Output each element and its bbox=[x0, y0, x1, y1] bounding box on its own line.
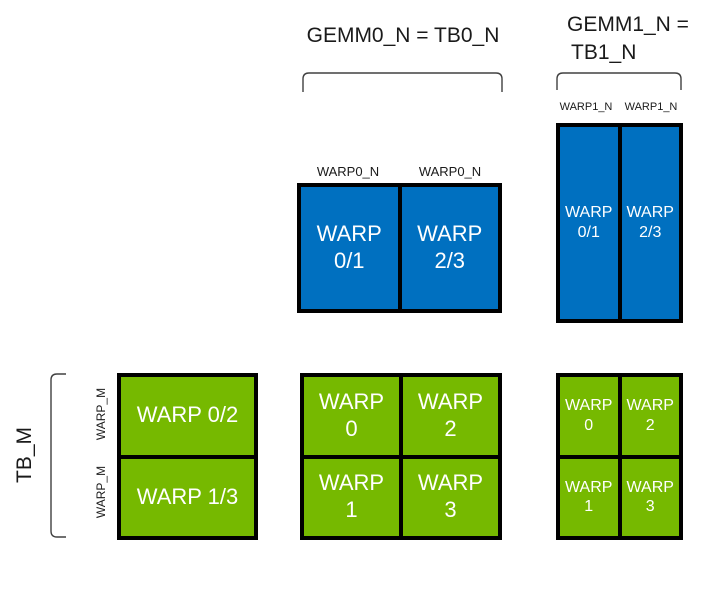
gemm1-title-line2: TB1_N bbox=[571, 41, 637, 64]
tb-m-warp-tiles: WARP 0/2 WARP 1/3 bbox=[117, 373, 258, 540]
tile-text: WARP bbox=[565, 397, 613, 415]
gemm0-accum-warp-grid: WARP 0 WARP 2 WARP 1 WARP 3 bbox=[300, 373, 502, 540]
warp-m-label-top: WARP_M bbox=[94, 387, 108, 441]
warp0-n-label-left: WARP0_N bbox=[316, 164, 380, 179]
warp1-n-label-left: WARP1_N bbox=[559, 101, 613, 113]
tile-text: 3 bbox=[444, 497, 457, 523]
gemm1-warp-01-tile: WARP 0/1 bbox=[556, 123, 622, 323]
warp-13-tile: WARP 1/3 bbox=[117, 454, 258, 540]
tile-text: WARP 1/3 bbox=[136, 483, 239, 509]
warp-1-tile: WARP 1 bbox=[300, 454, 403, 540]
tb-m-axis-label: TB_M bbox=[13, 426, 36, 484]
warp-0-tile: WARP 0 bbox=[300, 373, 403, 459]
warp-2-tile: WARP 2 bbox=[399, 373, 502, 459]
tile-text: WARP bbox=[565, 204, 613, 222]
tile-text: 3 bbox=[645, 498, 655, 516]
tile-text: WARP bbox=[626, 478, 674, 496]
tile-text: 2 bbox=[444, 415, 457, 441]
gemm1-warp-tiles: WARP 0/1 WARP 2/3 bbox=[556, 123, 683, 323]
tile-text: WARP bbox=[417, 388, 484, 414]
tile-text: 0 bbox=[584, 416, 594, 434]
tile-text: 1 bbox=[584, 498, 594, 516]
tile-text: 2/3 bbox=[639, 224, 662, 241]
tile-text: WARP bbox=[626, 397, 674, 415]
tb-m-bracket bbox=[50, 373, 66, 538]
gemm0-n-bracket bbox=[302, 72, 503, 92]
warp1-n-label-right: WARP1_N bbox=[624, 101, 678, 113]
tile-text: WARP bbox=[316, 221, 382, 247]
warp0-n-label-right: WARP0_N bbox=[418, 164, 482, 179]
tile-text: 2/3 bbox=[434, 248, 466, 273]
tile-text: WARP 0/2 bbox=[136, 402, 239, 428]
gemm1-title-line1: GEMM1_N = bbox=[567, 13, 689, 36]
tile-text: WARP bbox=[318, 388, 385, 414]
warp-3-tile: WARP 3 bbox=[617, 454, 683, 540]
gemm1-title: GEMM1_N = TB1_N bbox=[567, 11, 689, 67]
warp-0-tile: WARP 0 bbox=[556, 373, 622, 459]
tile-text: WARP bbox=[626, 204, 674, 222]
warp-m-label-bottom: WARP_M bbox=[94, 465, 108, 519]
warp-1-tile: WARP 1 bbox=[556, 454, 622, 540]
tile-text: 1 bbox=[345, 497, 358, 523]
tile-text: 0/1 bbox=[577, 224, 600, 241]
gemm0-warp-01-tile: WARP 0/1 bbox=[297, 183, 402, 313]
tile-text: 0 bbox=[345, 415, 358, 441]
warp-3-tile: WARP 3 bbox=[399, 454, 502, 540]
gemm0-warp-23-tile: WARP 2/3 bbox=[397, 183, 502, 313]
tile-text: WARP bbox=[417, 470, 484, 496]
warp-02-tile: WARP 0/2 bbox=[117, 373, 258, 459]
warp-2-tile: WARP 2 bbox=[617, 373, 683, 459]
gemm1-n-bracket bbox=[556, 72, 682, 90]
gemm0-title: GEMM0_N = TB0_N bbox=[306, 24, 500, 47]
tile-text: WARP bbox=[565, 478, 613, 496]
tile-text: WARP bbox=[417, 221, 483, 247]
tile-text: 2 bbox=[645, 416, 655, 434]
gemm1-accum-warp-grid: WARP 0 WARP 2 WARP 1 WARP 3 bbox=[556, 373, 683, 540]
gemm1-warp-23-tile: WARP 2/3 bbox=[617, 123, 683, 323]
tile-text: 0/1 bbox=[333, 248, 365, 273]
tile-text: WARP bbox=[318, 470, 385, 496]
gemm0-warp-tiles: WARP 0/1 WARP 2/3 bbox=[297, 183, 502, 313]
